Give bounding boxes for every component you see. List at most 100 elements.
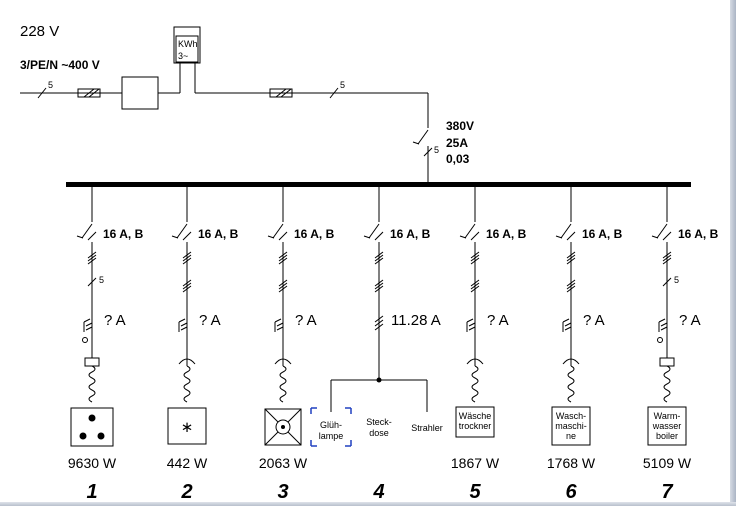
wire-hash-icon	[87, 251, 97, 265]
wire-hash-icon	[566, 251, 576, 265]
flex-cable-icon	[567, 365, 575, 403]
load-3	[264, 408, 302, 446]
plug-icon	[562, 340, 580, 366]
current-label: ? A	[679, 312, 701, 329]
measure-point-icon	[82, 318, 93, 343]
circuit-2: 16 A, B ? A ∗ 442 W 2	[167, 187, 239, 503]
appliance-box	[551, 406, 591, 446]
flex-cable-icon	[663, 365, 671, 403]
asterisk-icon: ∗	[181, 419, 194, 436]
breaker-rating: 16 A, B	[103, 227, 144, 241]
circuit-number: 4	[372, 481, 384, 503]
rcd-voltage: 380V	[446, 119, 474, 133]
measure-point-icon	[374, 315, 384, 331]
rcd-wire-count: 5	[434, 145, 439, 155]
rcd-current: 25A	[446, 136, 468, 150]
wire-slash-icon	[87, 277, 97, 287]
circuit-number: 1	[86, 481, 97, 503]
oven-icon	[264, 408, 302, 446]
breaker-switch-icon	[459, 223, 480, 241]
current-label: ? A	[487, 312, 509, 329]
power-label: 9630 W	[68, 455, 117, 471]
sub-load-lamp: Glüh-lampe	[319, 420, 344, 441]
meter-phase: 3~	[178, 51, 188, 61]
appliance-label: Wasch-maschi-ne	[555, 411, 587, 441]
circuit-number: 2	[180, 481, 192, 503]
current-label: ? A	[295, 312, 317, 329]
wire-hash-icon	[278, 279, 288, 293]
flex-cable-icon	[279, 365, 287, 403]
meter-label: KWh	[178, 39, 198, 49]
energy-meter: KWh 3~	[173, 26, 201, 64]
supply-line: 5	[20, 63, 181, 110]
current-label: 11.28 A	[391, 312, 441, 329]
stove-icon	[70, 407, 114, 447]
measure-point-icon	[657, 318, 668, 343]
voltage-label: 228 V	[20, 23, 59, 40]
load-1	[70, 407, 114, 447]
breaker-rating: 16 A, B	[678, 227, 719, 241]
connector-box-icon	[84, 357, 100, 367]
breaker-switch-icon	[76, 223, 97, 241]
plug-icon	[466, 340, 484, 366]
measure-point-icon	[274, 318, 284, 332]
wire-hash-icon	[182, 279, 192, 293]
selection-marker	[310, 407, 352, 447]
wire-hash-icon	[566, 279, 576, 293]
load-6: Wasch-maschi-ne	[551, 406, 591, 446]
wire-hash-icon	[278, 251, 288, 265]
measure-point-icon	[466, 318, 476, 332]
wire-hash-icon	[182, 251, 192, 265]
current-label: ? A	[199, 312, 221, 329]
breaker-switch-icon	[363, 223, 384, 241]
rcd-switch: 5 380V 25A 0,03	[412, 119, 474, 185]
circuit-number: 3	[277, 481, 288, 503]
power-label: 1768 W	[547, 455, 596, 471]
flex-cable-icon	[88, 365, 96, 403]
breaker-rating: 16 A, B	[198, 227, 239, 241]
rcd-sensitivity: 0,03	[446, 152, 470, 166]
breaker-switch-icon	[171, 223, 192, 241]
breaker-rating: 16 A, B	[294, 227, 335, 241]
wire-hash-icon	[662, 251, 672, 265]
busbar	[66, 182, 691, 187]
main-wire-count: 5	[340, 80, 345, 90]
wire-hash-icon	[374, 251, 384, 265]
breaker-rating: 16 A, B	[486, 227, 527, 241]
appliance-box	[647, 406, 687, 446]
power-label: 2063 W	[259, 455, 308, 471]
power-label: 5109 W	[643, 455, 692, 471]
window-edge-bottom	[0, 502, 736, 506]
main-line: 5	[194, 63, 429, 128]
sub-load-spotlight: Strahler	[411, 423, 443, 433]
load-2: ∗	[167, 407, 207, 445]
plug-icon	[178, 340, 196, 366]
flex-cable-icon	[183, 365, 191, 403]
circuit-3: 16 A, B ? A 2063 W 3	[259, 187, 335, 503]
breaker-switch-icon	[651, 223, 672, 241]
flex-cable-icon	[471, 365, 479, 403]
appliance-box	[455, 406, 495, 438]
power-label: 442 W	[167, 455, 208, 471]
wire-hash-icon	[470, 279, 480, 293]
connector-box-icon	[659, 357, 675, 367]
circuit-number: 6	[565, 481, 577, 503]
star-box-icon	[167, 407, 207, 445]
breaker-switch-icon	[555, 223, 576, 241]
wire-count: 5	[674, 275, 679, 285]
circuit-number: 7	[661, 481, 673, 503]
breaker-switch-icon	[267, 223, 288, 241]
measure-point-icon	[562, 318, 572, 332]
wire-hash-icon	[470, 251, 480, 265]
supply-wire-count: 5	[48, 80, 53, 90]
main-fuse-box	[121, 76, 159, 110]
